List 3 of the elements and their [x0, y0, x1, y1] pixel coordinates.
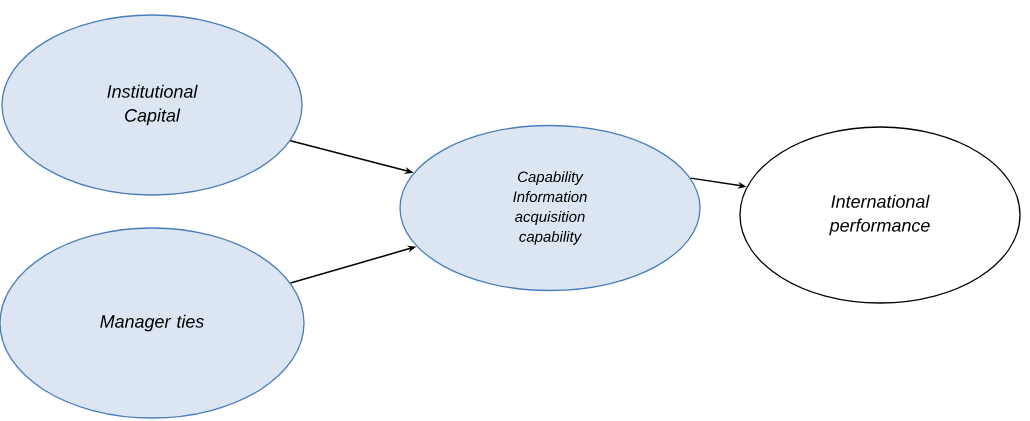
- ellipse-node: Capability Information acquisition capability: [399, 124, 701, 292]
- ellipse-node: Institutional Capital: [1, 14, 303, 196]
- ellipse-node: International performance: [739, 126, 1021, 304]
